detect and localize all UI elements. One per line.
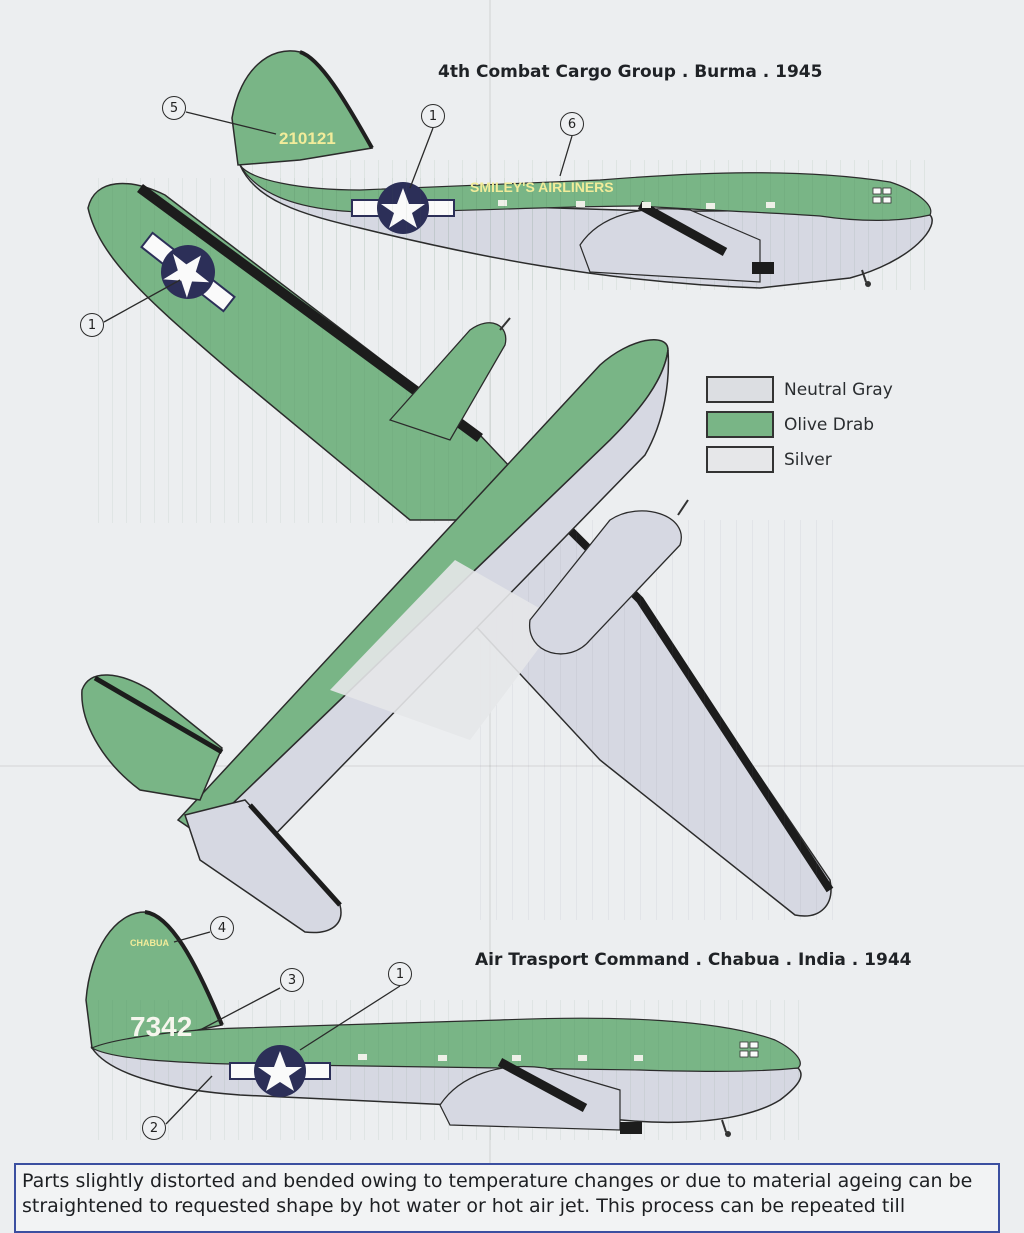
legend-swatch [706,446,774,473]
bottom-tail-number: 7342 [130,1011,192,1042]
callout-bottom-insignia: 1 [388,962,412,986]
callout-top-insignia: 1 [421,104,445,128]
legend-swatch [706,411,774,438]
callout-bottom-tail-number: 3 [280,968,304,992]
bottom-profile-caption: Air Trasport Command . Chabua . India . … [475,950,912,970]
cockpit-windows-top [872,187,892,204]
callout-top-nose-art: 6 [560,112,584,136]
top-tail-serial: 210121 [279,129,336,148]
bottom-fuselage-insignia [229,1045,331,1097]
plan-view [81,178,840,934]
callout-wing-insignia: 1 [80,313,104,337]
footer-note: Parts slightly distorted and bended owin… [14,1163,1000,1233]
top-nose-art: SMILEY'S AIRLINERS [470,179,614,195]
callout-leaders [103,111,573,1125]
callout-bottom-tail-name: 4 [210,916,234,940]
legend-label: Silver [784,449,832,470]
legend-label: Neutral Gray [784,379,893,400]
color-legend: Neutral Gray Olive Drab Silver [706,372,893,477]
bottom-tail-name: CHABUA [130,938,169,948]
bottom-side-profile [85,910,806,1140]
cockpit-windows-bottom [739,1041,759,1058]
top-profile-caption: 4th Combat Cargo Group . Burma . 1945 [438,62,823,82]
legend-item-neutral-gray: Neutral Gray [706,372,893,407]
legend-item-olive-drab: Olive Drab [706,407,893,442]
callout-bottom-lower: 2 [142,1116,166,1140]
legend-item-silver: Silver [706,442,893,477]
legend-label: Olive Drab [784,414,875,435]
legend-swatch [706,376,774,403]
wing-insignia [140,231,236,313]
callout-top-serial: 5 [162,96,186,120]
